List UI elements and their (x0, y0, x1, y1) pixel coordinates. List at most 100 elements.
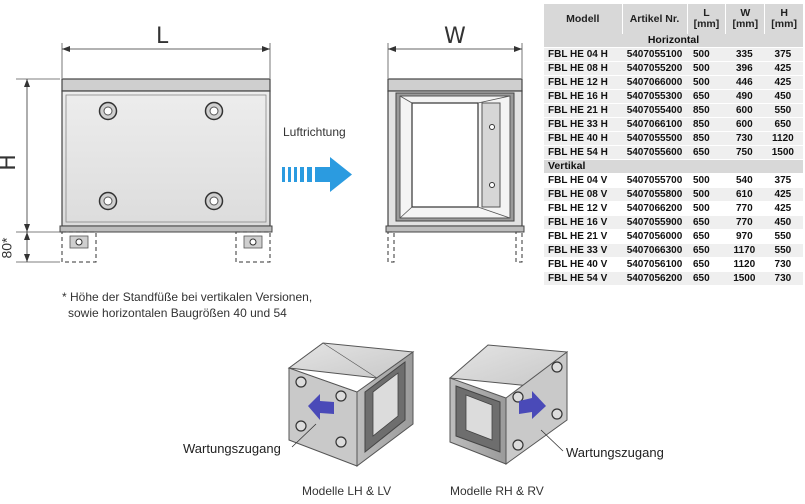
spec-table: Modell Artikel Nr. L[mm] W[mm] H[mm] Hor… (544, 4, 803, 286)
table-cell-h: 375 (764, 173, 803, 188)
side-view (385, 43, 525, 263)
isometric-model-right (448, 344, 569, 465)
table-cell-article: 5407055900 (622, 215, 687, 230)
table-cell-h: 1120 (764, 131, 803, 146)
table-cell-l: 650 (687, 145, 726, 160)
table-cell-h: 550 (764, 243, 803, 258)
table-cell-article: 5407055700 (622, 173, 687, 188)
front-view (16, 43, 273, 263)
table-cell-w: 490 (725, 89, 765, 104)
table-cell-l: 850 (687, 103, 726, 118)
service-access-label-right: Wartungszugang (566, 445, 664, 460)
table-cell-model: FBL HE 33 H (544, 117, 622, 132)
table-cell-w: 770 (725, 201, 765, 216)
table-cell-model: FBL HE 33 V (544, 243, 622, 258)
table-group-row: Vertikal (544, 159, 803, 174)
dimension-width-label: W (444, 24, 466, 49)
table-cell-h: 550 (764, 103, 803, 118)
table-cell-l: 650 (687, 243, 726, 258)
table-cell-l: 650 (687, 89, 726, 104)
airflow-arrow-icon (282, 157, 352, 192)
table-cell-model: FBL HE 54 H (544, 145, 622, 160)
header-w: W[mm] (725, 4, 766, 34)
table-cell-article: 5407066300 (622, 243, 687, 258)
table-cell-w: 1120 (725, 257, 765, 272)
callout-leader (540, 429, 564, 452)
table-cell-l: 500 (687, 173, 726, 188)
caption-right-models: Modelle RH & RV (450, 484, 544, 498)
header-model: Modell (544, 4, 623, 34)
header-h: H[mm] (764, 4, 803, 34)
footnote-line-2: sowie horizontalen Baugrößen 40 und 54 (68, 306, 287, 320)
table-cell-w: 600 (725, 103, 765, 118)
table-cell-l: 650 (687, 215, 726, 230)
service-arrow-icon (519, 391, 546, 419)
table-cell-article: 5407055500 (622, 131, 687, 146)
caption-left-models: Modelle LH & LV (302, 484, 392, 498)
table-cell-w: 540 (725, 173, 765, 188)
table-cell-l: 500 (687, 201, 726, 216)
table-cell-l: 500 (687, 75, 726, 90)
table-cell-article: 5407066000 (622, 75, 687, 90)
table-cell-model: FBL HE 21 H (544, 103, 622, 118)
table-cell-w: 600 (725, 117, 765, 132)
table-cell-h: 730 (764, 271, 803, 286)
table-cell-model: FBL HE 21 V (544, 229, 622, 244)
table-cell-l: 500 (687, 47, 726, 62)
table-cell-h: 730 (764, 257, 803, 272)
table-group-row: Horizontal (544, 34, 803, 48)
airflow-label: Luftrichtung (283, 125, 346, 139)
foot-height-label: 80* (0, 237, 15, 259)
table-cell-model: FBL HE 16 V (544, 215, 622, 230)
table-cell-article: 5407066100 (622, 117, 687, 132)
table-cell-model: FBL HE 08 V (544, 187, 622, 202)
header-article: Artikel Nr. (622, 4, 688, 34)
table-cell-h: 650 (764, 117, 803, 132)
table-cell-l: 500 (687, 61, 726, 76)
table-cell-h: 1500 (764, 145, 803, 160)
table-cell-h: 425 (764, 187, 803, 202)
table-cell-article: 5407066200 (622, 201, 687, 216)
table-cell-model: FBL HE 40 H (544, 131, 622, 146)
table-cell-h: 425 (764, 61, 803, 76)
table-cell-l: 850 (687, 131, 726, 146)
table-cell-article: 5407055300 (622, 89, 687, 104)
table-cell-article: 5407055200 (622, 61, 687, 76)
table-cell-w: 750 (725, 145, 765, 160)
table-cell-article: 5407056000 (622, 229, 687, 244)
dimension-height-label: H (0, 154, 21, 171)
table-cell-h: 375 (764, 47, 803, 62)
table-cell-w: 396 (725, 61, 765, 76)
header-l: L[mm] (687, 4, 727, 34)
table-cell-model: FBL HE 04 H (544, 47, 622, 62)
table-cell-w: 446 (725, 75, 765, 90)
table-cell-model: FBL HE 08 H (544, 61, 622, 76)
table-cell-model: FBL HE 04 V (544, 173, 622, 188)
service-access-label-left: Wartungszugang (183, 441, 281, 456)
table-cell-h: 550 (764, 229, 803, 244)
table-cell-w: 1170 (725, 243, 765, 258)
table-cell-article: 5407055800 (622, 187, 687, 202)
table-group-label: Horizontal (544, 34, 803, 48)
table-cell-article: 5407055600 (622, 145, 687, 160)
table-cell-model: FBL HE 12 V (544, 201, 622, 216)
table-cell-l: 850 (687, 117, 726, 132)
table-cell-article: 5407055100 (622, 47, 687, 62)
knob-icon (98, 101, 224, 211)
table-cell-article: 5407056100 (622, 257, 687, 272)
dimension-length-label: L (156, 24, 169, 49)
service-arrow-icon (308, 394, 334, 420)
table-cell-model: FBL HE 12 H (544, 75, 622, 90)
